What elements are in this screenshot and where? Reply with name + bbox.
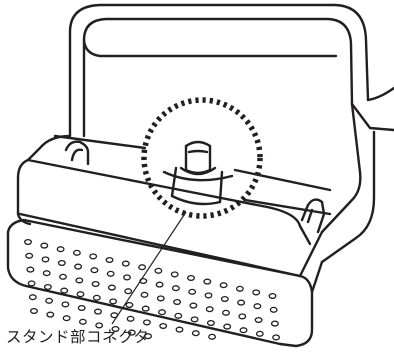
vent-hole [72, 249, 81, 256]
vent-hole [208, 333, 217, 340]
vent-hole [222, 309, 230, 316]
vent-hole [28, 294, 37, 301]
vent-hole [25, 252, 34, 259]
vent-hole [24, 238, 32, 246]
base-tray [26, 102, 376, 264]
vent-hole [203, 278, 212, 285]
vent-hole [127, 329, 136, 336]
vent-hole [191, 330, 200, 337]
vent-hole [30, 307, 38, 315]
vent-hole [141, 305, 150, 312]
vent-hole [220, 295, 229, 303]
vent-hole [156, 295, 165, 302]
vent-hole [27, 280, 36, 287]
left-rail [64, 140, 90, 166]
vent-hole [158, 309, 166, 316]
vent-hole [219, 282, 228, 289]
vent-hole [76, 291, 85, 298]
vent-hole [189, 302, 198, 309]
vent-hole [187, 274, 195, 282]
vent-hole [188, 288, 197, 295]
vent-hole [155, 281, 164, 288]
vent-hole [105, 256, 114, 264]
vent-hole [77, 304, 86, 312]
vent-hole [237, 299, 246, 306]
vent-hole [205, 306, 214, 313]
connector-plug [179, 140, 217, 176]
vent-hole [255, 330, 264, 337]
vent-hole [142, 319, 151, 326]
vent-hole [159, 322, 168, 330]
vent-hole [254, 316, 263, 324]
vent-hole [123, 274, 131, 281]
right-rail [300, 198, 326, 234]
vent-hole [252, 289, 261, 296]
vent-hole [60, 287, 69, 294]
vent-hole [124, 288, 133, 295]
vent-hole [140, 291, 149, 298]
vent-hole [170, 271, 179, 278]
vent-hole [92, 294, 101, 301]
vent-hole [239, 327, 248, 334]
vent-hole [270, 320, 279, 327]
vent-hole [26, 266, 35, 273]
callout-leader-line [111, 211, 187, 325]
vent-hole [43, 283, 52, 291]
vent-hole [61, 301, 70, 308]
vent-hole [125, 301, 134, 309]
vent-hole [75, 277, 84, 284]
vent-hole [126, 315, 135, 322]
vent-hole [41, 256, 50, 263]
vent-hole [46, 311, 55, 318]
vent-hole [95, 322, 104, 329]
vent-hole [106, 270, 115, 277]
vent-hole [91, 280, 100, 288]
vent-hole [111, 325, 120, 333]
vent-hole [269, 306, 278, 313]
vent-hole [235, 285, 244, 292]
vent-hole [42, 270, 51, 277]
vent-hole [90, 267, 99, 274]
vent-hole [154, 267, 163, 274]
vent-hole [144, 333, 153, 340]
vent-hole [78, 318, 87, 325]
vent-hole [138, 264, 147, 271]
vent-hole [109, 298, 118, 305]
vent-hole [57, 259, 66, 267]
vent-hole [223, 323, 232, 330]
vent-hole [56, 246, 65, 253]
vent-hole [62, 315, 71, 322]
vent-hole [173, 298, 182, 306]
vent-hole [238, 313, 247, 320]
vent-hole [94, 308, 102, 315]
vent-hole [272, 334, 281, 341]
vent-hole [171, 285, 180, 292]
vent-hole [121, 260, 130, 267]
vent-hole [107, 284, 116, 291]
vent-hole [45, 297, 54, 304]
vent-grille [24, 238, 281, 341]
vent-hole [89, 253, 98, 260]
callout-label: スタンド部コネクタ [6, 328, 150, 346]
vent-hole [59, 273, 67, 280]
vent-hole [175, 326, 184, 333]
front-block [6, 158, 324, 348]
vent-hole [174, 312, 183, 319]
vent-hole [74, 263, 83, 270]
vent-hole [204, 292, 213, 299]
back-panel [68, 3, 394, 138]
vent-hole [190, 316, 199, 323]
vent-hole [268, 292, 277, 300]
vent-hole [40, 242, 49, 249]
vent-hole [253, 303, 262, 310]
highlight-circle [141, 97, 263, 219]
vent-hole [206, 319, 215, 327]
